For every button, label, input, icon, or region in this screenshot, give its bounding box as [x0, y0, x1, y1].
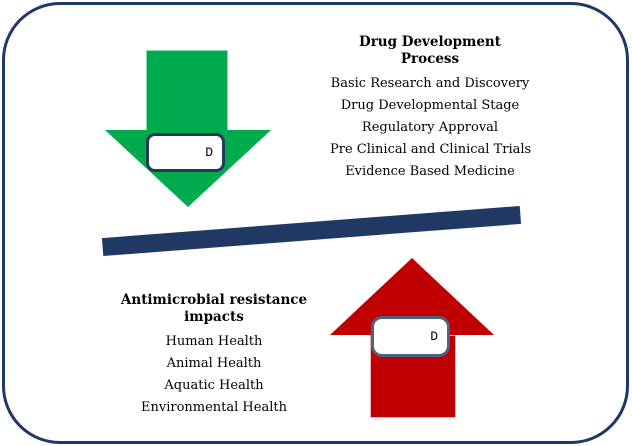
drug-development-text-block: Drug Development Process Basic Research … — [330, 34, 532, 183]
title-line: Drug Development — [358, 34, 501, 50]
list-item: Pre Clinical and Clinical Trials — [330, 142, 532, 157]
green-arrow-label: D — [205, 145, 213, 160]
list-item: Human Health — [165, 334, 263, 349]
list-item: Drug Developmental Stage — [340, 98, 520, 113]
red-arrow-label: D — [430, 329, 438, 344]
list-item: Environmental Health — [141, 400, 287, 415]
title-line: Process — [400, 51, 460, 67]
title-line: impacts — [184, 309, 244, 325]
list-item: Regulatory Approval — [361, 120, 499, 135]
drug-development-down-arrow — [105, 50, 272, 207]
title-line: Antimicrobial resistance — [120, 292, 308, 308]
list-item: Animal Health — [166, 356, 262, 371]
list-item: Basic Research and Discovery — [330, 76, 530, 91]
drug-development-title: Drug Development Process — [330, 34, 530, 68]
list-item: Aquatic Health — [164, 378, 264, 393]
red-arrow-label-box: D — [371, 316, 450, 357]
green-arrow-label-box: D — [146, 133, 225, 172]
drug-development-items: Basic Research and Discovery Drug Develo… — [330, 73, 532, 183]
antimicrobial-title: Antimicrobial resistance impacts — [108, 292, 320, 326]
antimicrobial-text-block: Antimicrobial resistance impacts Human H… — [108, 292, 320, 419]
antimicrobial-items: Human Health Animal Health Aquatic Healt… — [108, 331, 320, 419]
down-arrow-body — [146, 50, 228, 131]
list-item: Evidence Based Medicine — [345, 164, 515, 179]
